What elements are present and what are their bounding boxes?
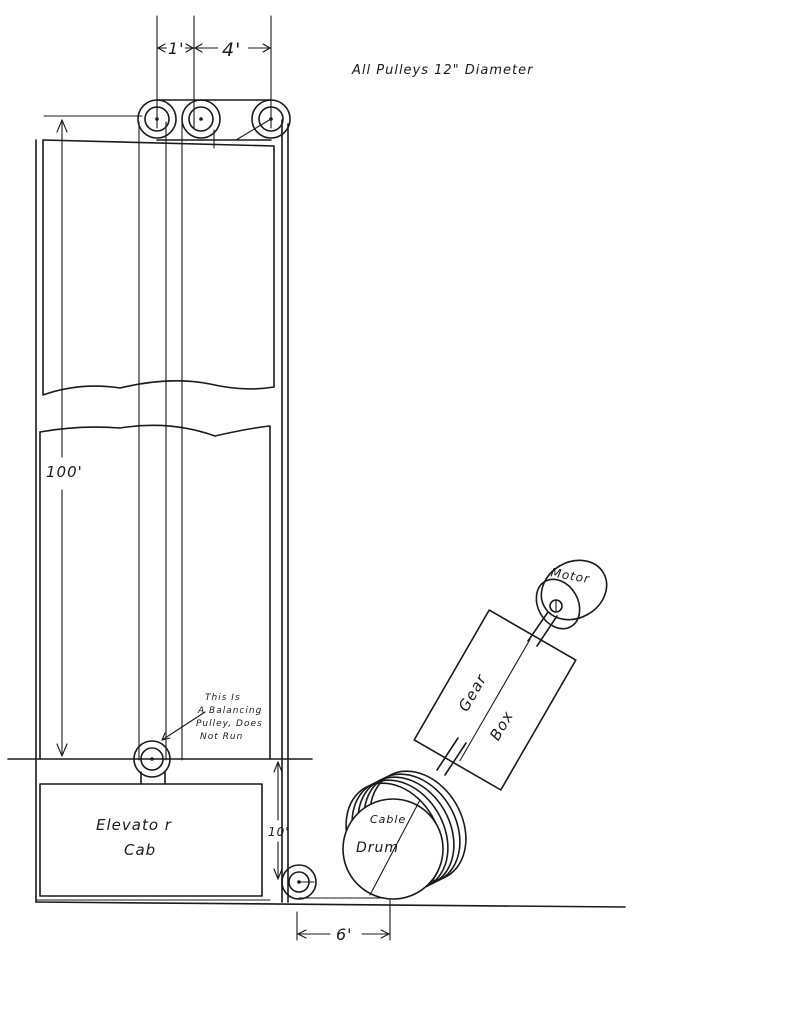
ground-pulley (281, 864, 396, 900)
balancing-note-line4: Not Run (200, 732, 243, 742)
motor-label: Motor (550, 565, 592, 586)
top-pulley-2-icon (181, 99, 221, 139)
ground-pulley-icon (281, 864, 317, 900)
dim-top-right-label: 4' (222, 39, 241, 61)
balancing-pulley-icon (133, 740, 171, 778)
gearbox-label-line2: Box (486, 708, 517, 744)
cab-label-line1: Elevato r (96, 816, 172, 834)
balancing-note-line2: A Balancing (197, 706, 262, 716)
motor: Motor (535, 559, 608, 630)
dim-cab-clearance-label: 10' (268, 825, 290, 839)
elevator-shaft (7, 115, 626, 908)
motor-body (540, 559, 608, 621)
top-pulley-1-icon (137, 99, 177, 139)
dimension-annotations: 1' 4' 100' 10' 6' (46, 36, 391, 944)
drum-label-line1: Cable (370, 813, 406, 826)
elevator-cables (138, 121, 215, 761)
shaft-wall-upper (42, 139, 275, 396)
cable-drum-face (342, 798, 444, 900)
gear-box-body (413, 609, 577, 791)
dim-drum-offset-label: 6' (336, 925, 353, 944)
ground-line (35, 901, 626, 908)
dim-shaft-height-label: 100' (46, 463, 83, 481)
balancing-pulley (133, 711, 206, 785)
balancing-note-leader (161, 711, 206, 741)
shaft-wall-lower-right (39, 424, 271, 760)
gear-box (413, 609, 577, 791)
gearbox-label-line1: Gear (455, 671, 491, 715)
elevator-cab: Elevato r Cab (35, 783, 271, 901)
pulley-diameter-note: All Pulleys 12" Diameter (351, 63, 534, 78)
cab-label-line2: Cab (124, 841, 156, 859)
drum-label-line2: Drum (356, 840, 399, 856)
cable-drum: Cable Drum (342, 770, 467, 900)
elevator-cab-box (39, 783, 263, 897)
top-pulley-3-icon (251, 99, 291, 139)
balancing-note-line3: Pulley, Does (196, 719, 263, 729)
balancing-note-line1: This Is (205, 693, 241, 703)
drive-shafts (436, 611, 558, 776)
balancing-pulley-note: This Is A Balancing Pulley, Does Not Run (196, 693, 263, 742)
top-pulley-assembly (137, 15, 291, 141)
dim-top-left-label: 1' (168, 39, 185, 58)
